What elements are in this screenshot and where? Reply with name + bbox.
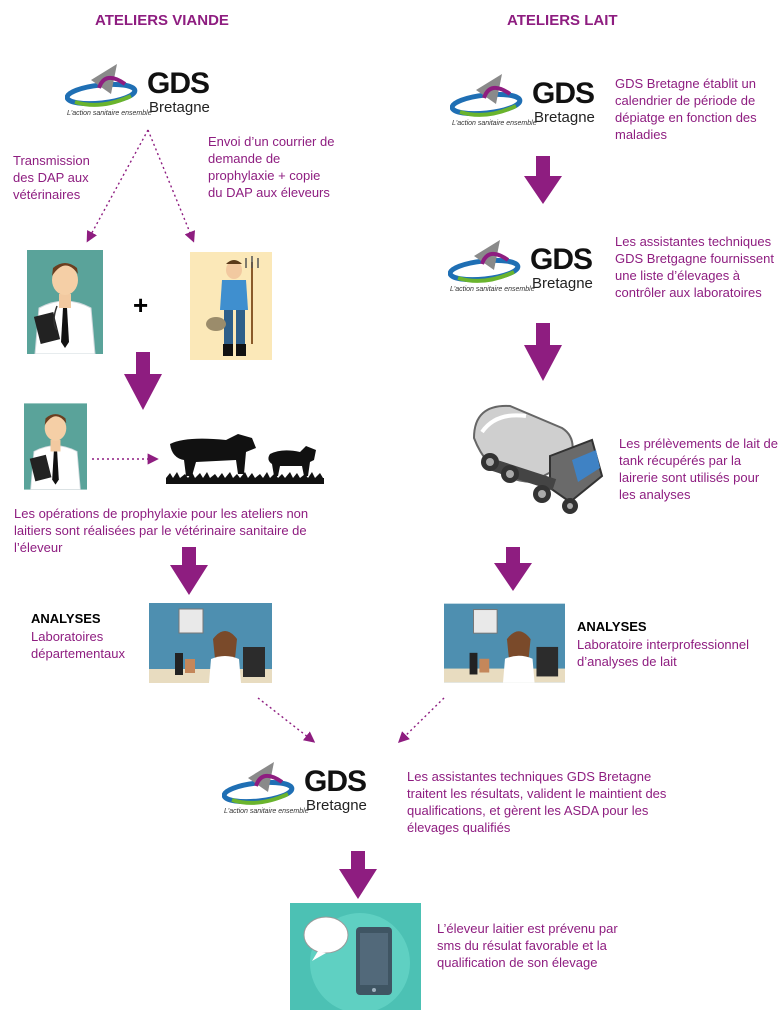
- text-calendrier: GDS Bretagne établit un calendrier de pé…: [615, 76, 757, 142]
- plus-sign: +: [133, 290, 149, 320]
- veterinarian-illustration: [27, 250, 103, 354]
- gds-logo-viande: GDS Bretagne L'action sanitaire ensemble: [65, 64, 230, 129]
- text-prelevements: Les prélèvements de lait de tank récupér…: [619, 436, 778, 502]
- logo-region-text: Bretagne: [306, 797, 367, 814]
- big-arrow-left-1: [124, 352, 162, 410]
- text-sms-eleveur: L’éleveur laitier est prévenu par sms du…: [437, 921, 618, 970]
- logo-tagline: L'action sanitaire ensemble: [450, 286, 535, 293]
- analyses-text-left: Laboratoires départementaux: [31, 629, 125, 661]
- logo-tagline: L'action sanitaire ensemble: [67, 110, 152, 117]
- farmer-illustration: [190, 252, 272, 360]
- gds-swoosh-icon: [450, 74, 523, 117]
- text-envoi-courrier: Envoi d’un courrier de demande de prophy…: [208, 134, 335, 200]
- big-arrow-right-3: [494, 547, 532, 591]
- logo-gds-text: GDS: [530, 243, 593, 276]
- text-traitement-resultats: Les assistantes techniques GDS Bretagne …: [407, 769, 667, 835]
- laboratory-illustration-right: [444, 603, 565, 683]
- text-transmission-dap: Transmission des DAP aux vétérinaires: [13, 153, 90, 202]
- analyses-text-right: Laboratoire interprofessionnel d’analyse…: [577, 637, 749, 669]
- gds-logo-final: GDS Bretagne L'action sanitaire ensemble: [222, 762, 387, 827]
- gds-logo-lait-2: GDS Bretagne L'action sanitaire ensemble: [448, 240, 613, 305]
- big-arrow-right-2: [524, 323, 562, 381]
- gds-swoosh-icon: [448, 240, 521, 283]
- text-operations-prophylaxie: Les opérations de prophylaxie pour les a…: [14, 506, 309, 555]
- cattle-silhouette: [166, 434, 324, 484]
- logo-tagline: L'action sanitaire ensemble: [452, 120, 537, 127]
- big-arrow-left-2: [170, 547, 208, 595]
- logo-tagline: L'action sanitaire ensemble: [224, 808, 309, 815]
- gds-logo-lait-1: GDS Bretagne L'action sanitaire ensemble: [450, 74, 615, 139]
- logo-gds-text: GDS: [147, 67, 210, 100]
- heading-viande: ATELIERS VIANDE: [95, 12, 229, 29]
- dotted-arrow-lab-right: [397, 697, 445, 743]
- dotted-arrow-lab-left: [257, 697, 316, 743]
- text-assistantes-liste: Les assistantes techniques GDS Bretgagne…: [615, 234, 774, 300]
- logo-region-text: Bretagne: [149, 99, 210, 116]
- sms-phone-illustration: [290, 903, 421, 1010]
- logo-region-text: Bretagne: [534, 109, 595, 126]
- logo-gds-text: GDS: [304, 765, 367, 798]
- dotted-arrow-to-farmer: [147, 129, 196, 243]
- logo-region-text: Bretagne: [532, 275, 593, 292]
- big-arrow-right-1: [524, 156, 562, 204]
- veterinarian-illustration-small: [24, 403, 87, 490]
- heading-lait: ATELIERS LAIT: [507, 12, 618, 29]
- logo-gds-text: GDS: [532, 77, 595, 110]
- analyses-title-right: ANALYSES: [577, 619, 647, 634]
- milk-tanker-truck-illustration: [472, 404, 604, 514]
- big-arrow-bottom: [339, 851, 377, 899]
- analyses-title-left: ANALYSES: [31, 611, 101, 626]
- laboratory-illustration-left: [149, 603, 272, 683]
- dotted-arrow-to-vet: [86, 129, 149, 243]
- gds-swoosh-icon: [65, 64, 138, 107]
- gds-swoosh-icon: [222, 762, 295, 805]
